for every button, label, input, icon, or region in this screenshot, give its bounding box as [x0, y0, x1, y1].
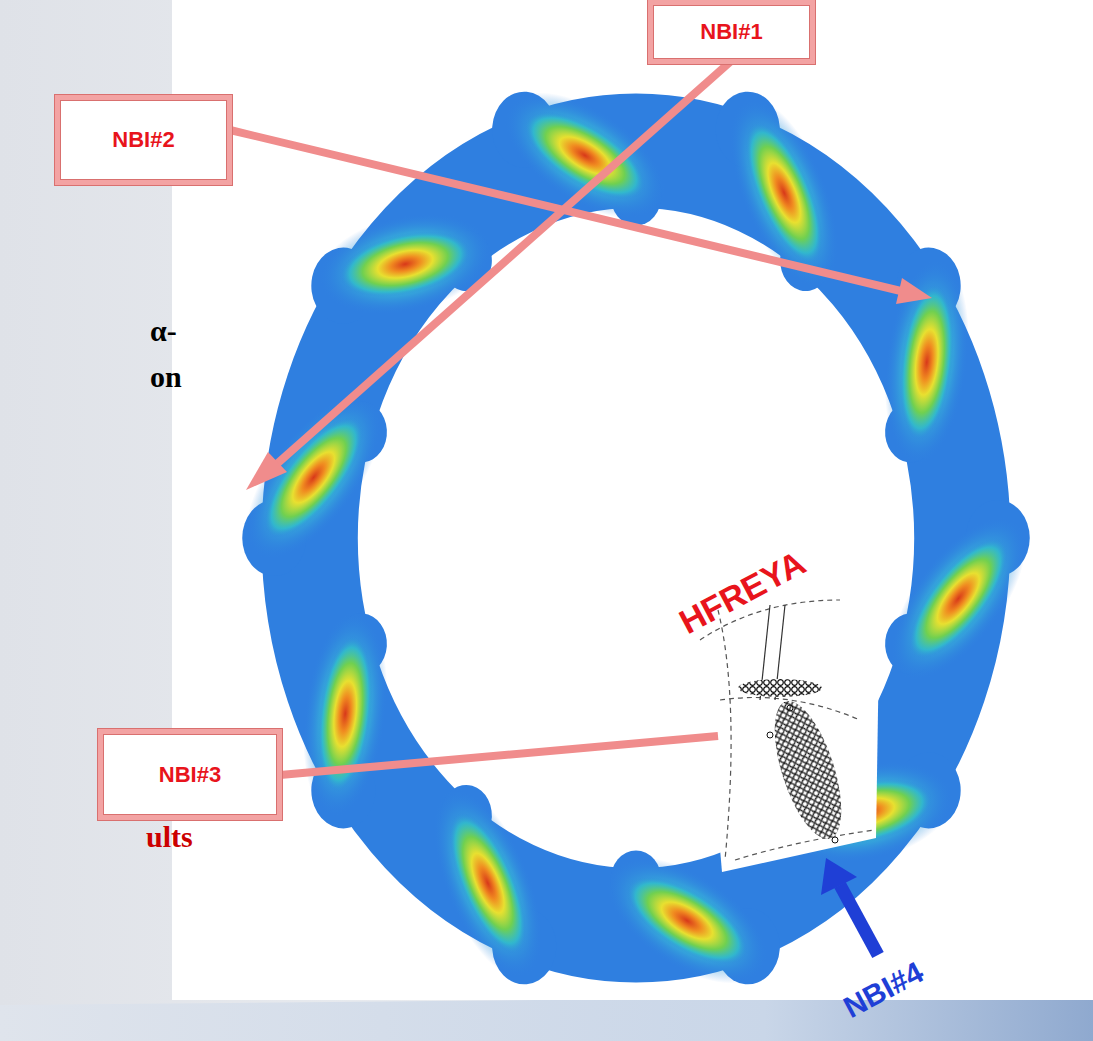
- beam-name: NBI#1: [700, 19, 762, 45]
- beam-name: NBI#3: [159, 762, 221, 788]
- slide-text-fragment: ults: [146, 820, 193, 854]
- beam-label-box: NBI#2: [55, 95, 232, 185]
- slide-text-fragment: α-: [150, 314, 177, 348]
- beam-label-box: NBI#3: [98, 729, 282, 820]
- beam-name: NBI#2: [112, 127, 174, 153]
- beam-label-box: NBI#1: [648, 0, 815, 64]
- slide-text-fragment: on: [150, 360, 182, 394]
